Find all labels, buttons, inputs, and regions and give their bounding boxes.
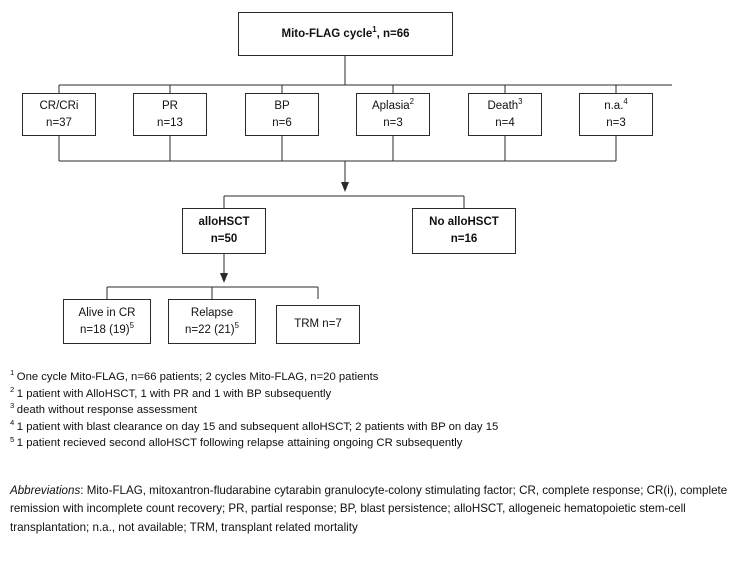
node-relapse-label: Relapse: [190, 306, 234, 319]
footnote-2-text: 1 patient with AlloHSCT, 1 with PR and 1…: [16, 387, 332, 400]
node-crcri-label: CR/CRi: [39, 99, 79, 112]
node-no-allohsct[interactable]: No alloHSCT n=16: [412, 208, 516, 254]
node-alive-in-cr-label: Alive in CR: [78, 306, 136, 319]
node-root-count: , n=66: [376, 27, 410, 40]
flowchart-connectors: [58, 56, 672, 299]
node-crcri-count: n=37: [46, 116, 72, 129]
node-alive-in-cr-count: n=18 (19): [80, 323, 130, 336]
node-death[interactable]: Death3 n=4: [468, 93, 542, 136]
node-aplasia[interactable]: Aplasia2 n=3: [356, 93, 430, 136]
arrowhead-tier2: [341, 182, 349, 192]
node-root-label: Mito-FLAG cycle: [281, 27, 373, 40]
node-root-sup: 1: [372, 24, 377, 34]
node-death-count: n=4: [495, 116, 515, 129]
node-death-sup: 3: [518, 97, 523, 106]
node-aplasia-label: Aplasia: [371, 99, 410, 112]
footnote-5-marker: 5: [10, 434, 15, 444]
node-alive-in-cr[interactable]: Alive in CR n=18 (19)5: [63, 299, 151, 344]
node-relapse-count-sup: 5: [234, 320, 239, 330]
node-na-label: n.a.: [604, 99, 624, 112]
node-na-sup: 4: [623, 97, 628, 106]
node-allohsct[interactable]: alloHSCT n=50: [182, 208, 266, 254]
abbreviations-title: Abbreviations: [10, 484, 81, 497]
node-trm[interactable]: TRM n=7: [276, 305, 360, 344]
node-crcri[interactable]: CR/CRi n=37: [22, 93, 96, 136]
arrowhead-tier3: [220, 273, 228, 283]
node-pr[interactable]: PR n=13: [133, 93, 207, 136]
node-aplasia-count: n=3: [383, 116, 403, 129]
node-bp-label: BP: [274, 99, 290, 112]
node-allohsct-label: alloHSCT: [198, 216, 250, 229]
node-na-count: n=3: [606, 116, 626, 129]
node-relapse-count: n=22 (21): [185, 323, 235, 336]
node-bp-count: n=6: [272, 116, 292, 129]
footnote-4-text: 1 patient with blast clearance on day 15…: [16, 420, 499, 433]
footnote-2-marker: 2: [10, 384, 15, 394]
abbreviations-block: Abbreviations: Mito-FLAG, mitoxantron-fl…: [10, 482, 737, 537]
node-bp[interactable]: BP n=6: [245, 93, 319, 136]
node-pr-label: PR: [162, 99, 178, 112]
node-death-label: Death: [487, 99, 519, 112]
node-aplasia-sup: 2: [409, 97, 415, 106]
footnote-1-text: One cycle Mito-FLAG, n=66 patients; 2 cy…: [16, 371, 379, 383]
footnote-5-text: 1 patient recieved second alloHSCT follo…: [16, 437, 463, 450]
node-na[interactable]: n.a.4 n=3: [579, 93, 653, 136]
footnote-4-marker: 4: [10, 418, 15, 428]
footnote-1-marker: 1: [10, 368, 15, 378]
node-trm-label: TRM n=7: [294, 318, 342, 331]
node-relapse[interactable]: Relapse n=22 (21)5: [168, 299, 256, 344]
node-alive-in-cr-count-sup: 5: [129, 320, 134, 330]
node-root[interactable]: Mito-FLAG cycle1, n=66: [238, 12, 453, 56]
node-allohsct-count: n=50: [210, 233, 238, 245]
node-no-allohsct-label: No alloHSCT: [429, 216, 499, 229]
footnote-3-text: death without response assessment: [16, 404, 198, 417]
abbreviations-body: : Mito-FLAG, mitoxantron-fludarabine cyt…: [10, 484, 728, 534]
node-no-allohsct-count: n=16: [450, 233, 478, 245]
node-pr-count: n=13: [157, 116, 183, 129]
footnote-3-marker: 3: [10, 401, 15, 411]
